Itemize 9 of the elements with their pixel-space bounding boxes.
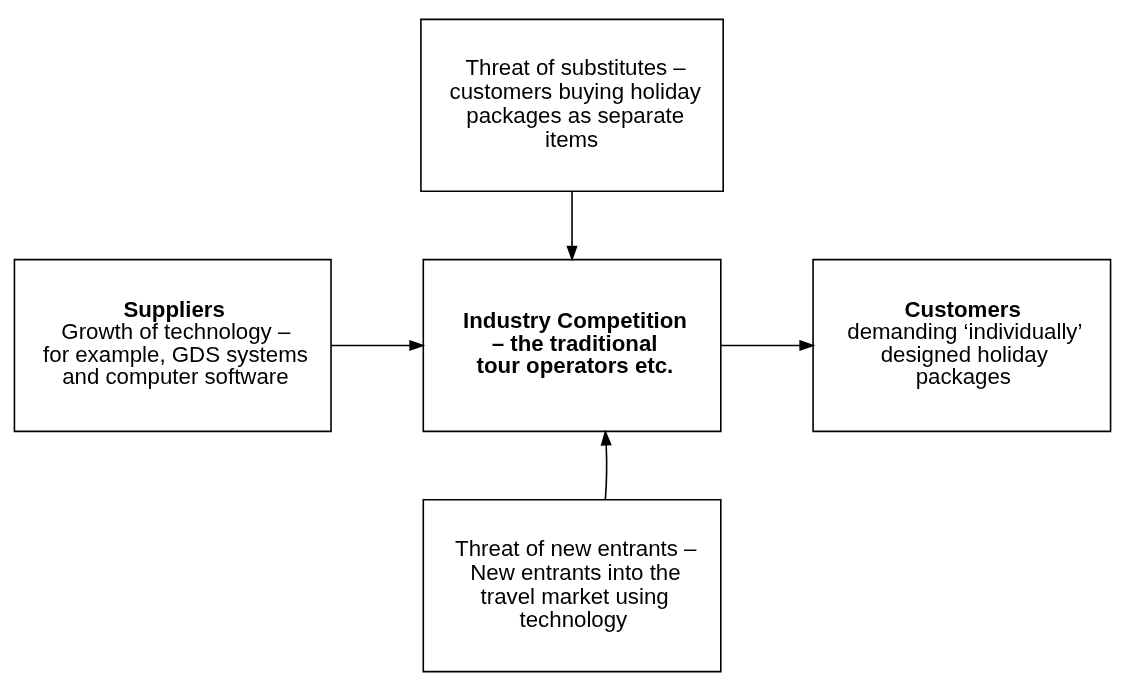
arrow [720, 339, 816, 351]
node-box: Threat of new entrants – New entrants into the travel market using technology [422, 498, 722, 672]
arrow [330, 339, 426, 351]
node-box: Threat of substitutes – customers buying holiday packages as separate items [420, 18, 724, 192]
node-box: Customers demanding ‘individually’ designed holiday packages [812, 258, 1112, 432]
arrow [600, 429, 612, 500]
arrow [566, 190, 578, 262]
node-box: Industry Competition – the traditional tour operators etc. [422, 258, 722, 432]
node-box: Suppliers Growth of technology – for example, GDS systems and computer software [13, 258, 332, 432]
